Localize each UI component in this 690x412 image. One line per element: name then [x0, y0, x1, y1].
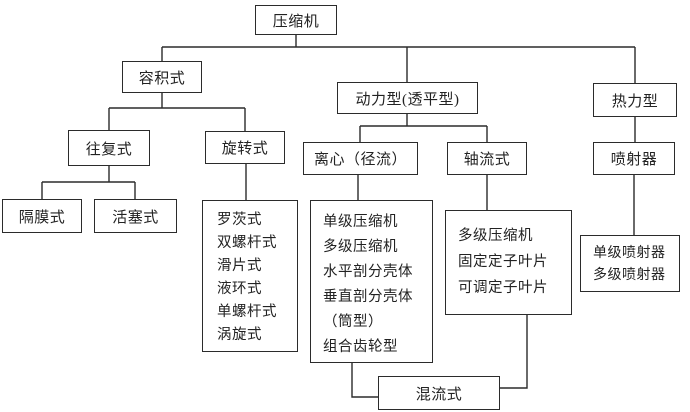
edge-reciprocating-children [41, 166, 136, 199]
list-item: （筒型） [323, 314, 383, 330]
node-compressor: 压缩机 [255, 5, 337, 35]
list-item: 组合齿轮型 [323, 339, 398, 355]
node-ejector: 喷射器 [593, 142, 675, 175]
node-dynamic-turbo: 动力型(透平型) [337, 82, 478, 114]
list-item: 单级压缩机 [323, 214, 398, 230]
list-item: 液环式 [217, 281, 262, 297]
node-thermal: 热力型 [593, 83, 677, 117]
list-item: 滑片式 [217, 258, 262, 274]
node-volumetric: 容积式 [122, 61, 202, 93]
list-item: 涡旋式 [217, 327, 262, 343]
list-item: 单级喷射器 [593, 246, 666, 261]
edge-compressor-children [161, 35, 636, 83]
list-item: 多级压缩机 [458, 228, 533, 244]
list-axial-types: 多级压缩机 固定定子叶片 可调定子叶片 [445, 210, 572, 315]
list-item: 水平剖分壳体 [323, 264, 413, 280]
list-item: 可调定子叶片 [458, 280, 548, 296]
node-mixed-flow: 混流式 [378, 376, 500, 410]
node-piston: 活塞式 [94, 199, 177, 233]
edge-volumetric-children [108, 93, 246, 131]
node-rotary: 旋转式 [205, 131, 285, 164]
node-diaphragm: 隔膜式 [2, 199, 82, 233]
node-centrifugal-radial: 离心（径流） [303, 142, 418, 175]
list-item: 固定定子叶片 [458, 254, 548, 270]
list-ejector-types: 单级喷射器 多级喷射器 [580, 235, 680, 292]
edge-axiallist-to-mixedflow [500, 315, 528, 389]
node-reciprocating: 往复式 [68, 130, 150, 166]
list-rotary-types: 罗茨式 双螺杆式 滑片式 液环式 单螺杆式 涡旋式 [202, 200, 298, 352]
list-item: 垂直剖分壳体 [323, 289, 413, 305]
list-item: 多级压缩机 [323, 239, 398, 255]
edge-centrifugallist-to-mixedflow [351, 363, 378, 398]
list-item: 双螺杆式 [217, 235, 277, 251]
list-item: 单螺杆式 [217, 304, 277, 320]
node-axial: 轴流式 [447, 142, 527, 175]
list-item: 多级喷射器 [593, 268, 666, 283]
edge-dynamic-children [359, 114, 488, 142]
list-item: 罗茨式 [217, 212, 262, 228]
list-centrifugal-types: 单级压缩机 多级压缩机 水平剖分壳体 垂直剖分壳体 （筒型） 组合齿轮型 [310, 200, 433, 363]
